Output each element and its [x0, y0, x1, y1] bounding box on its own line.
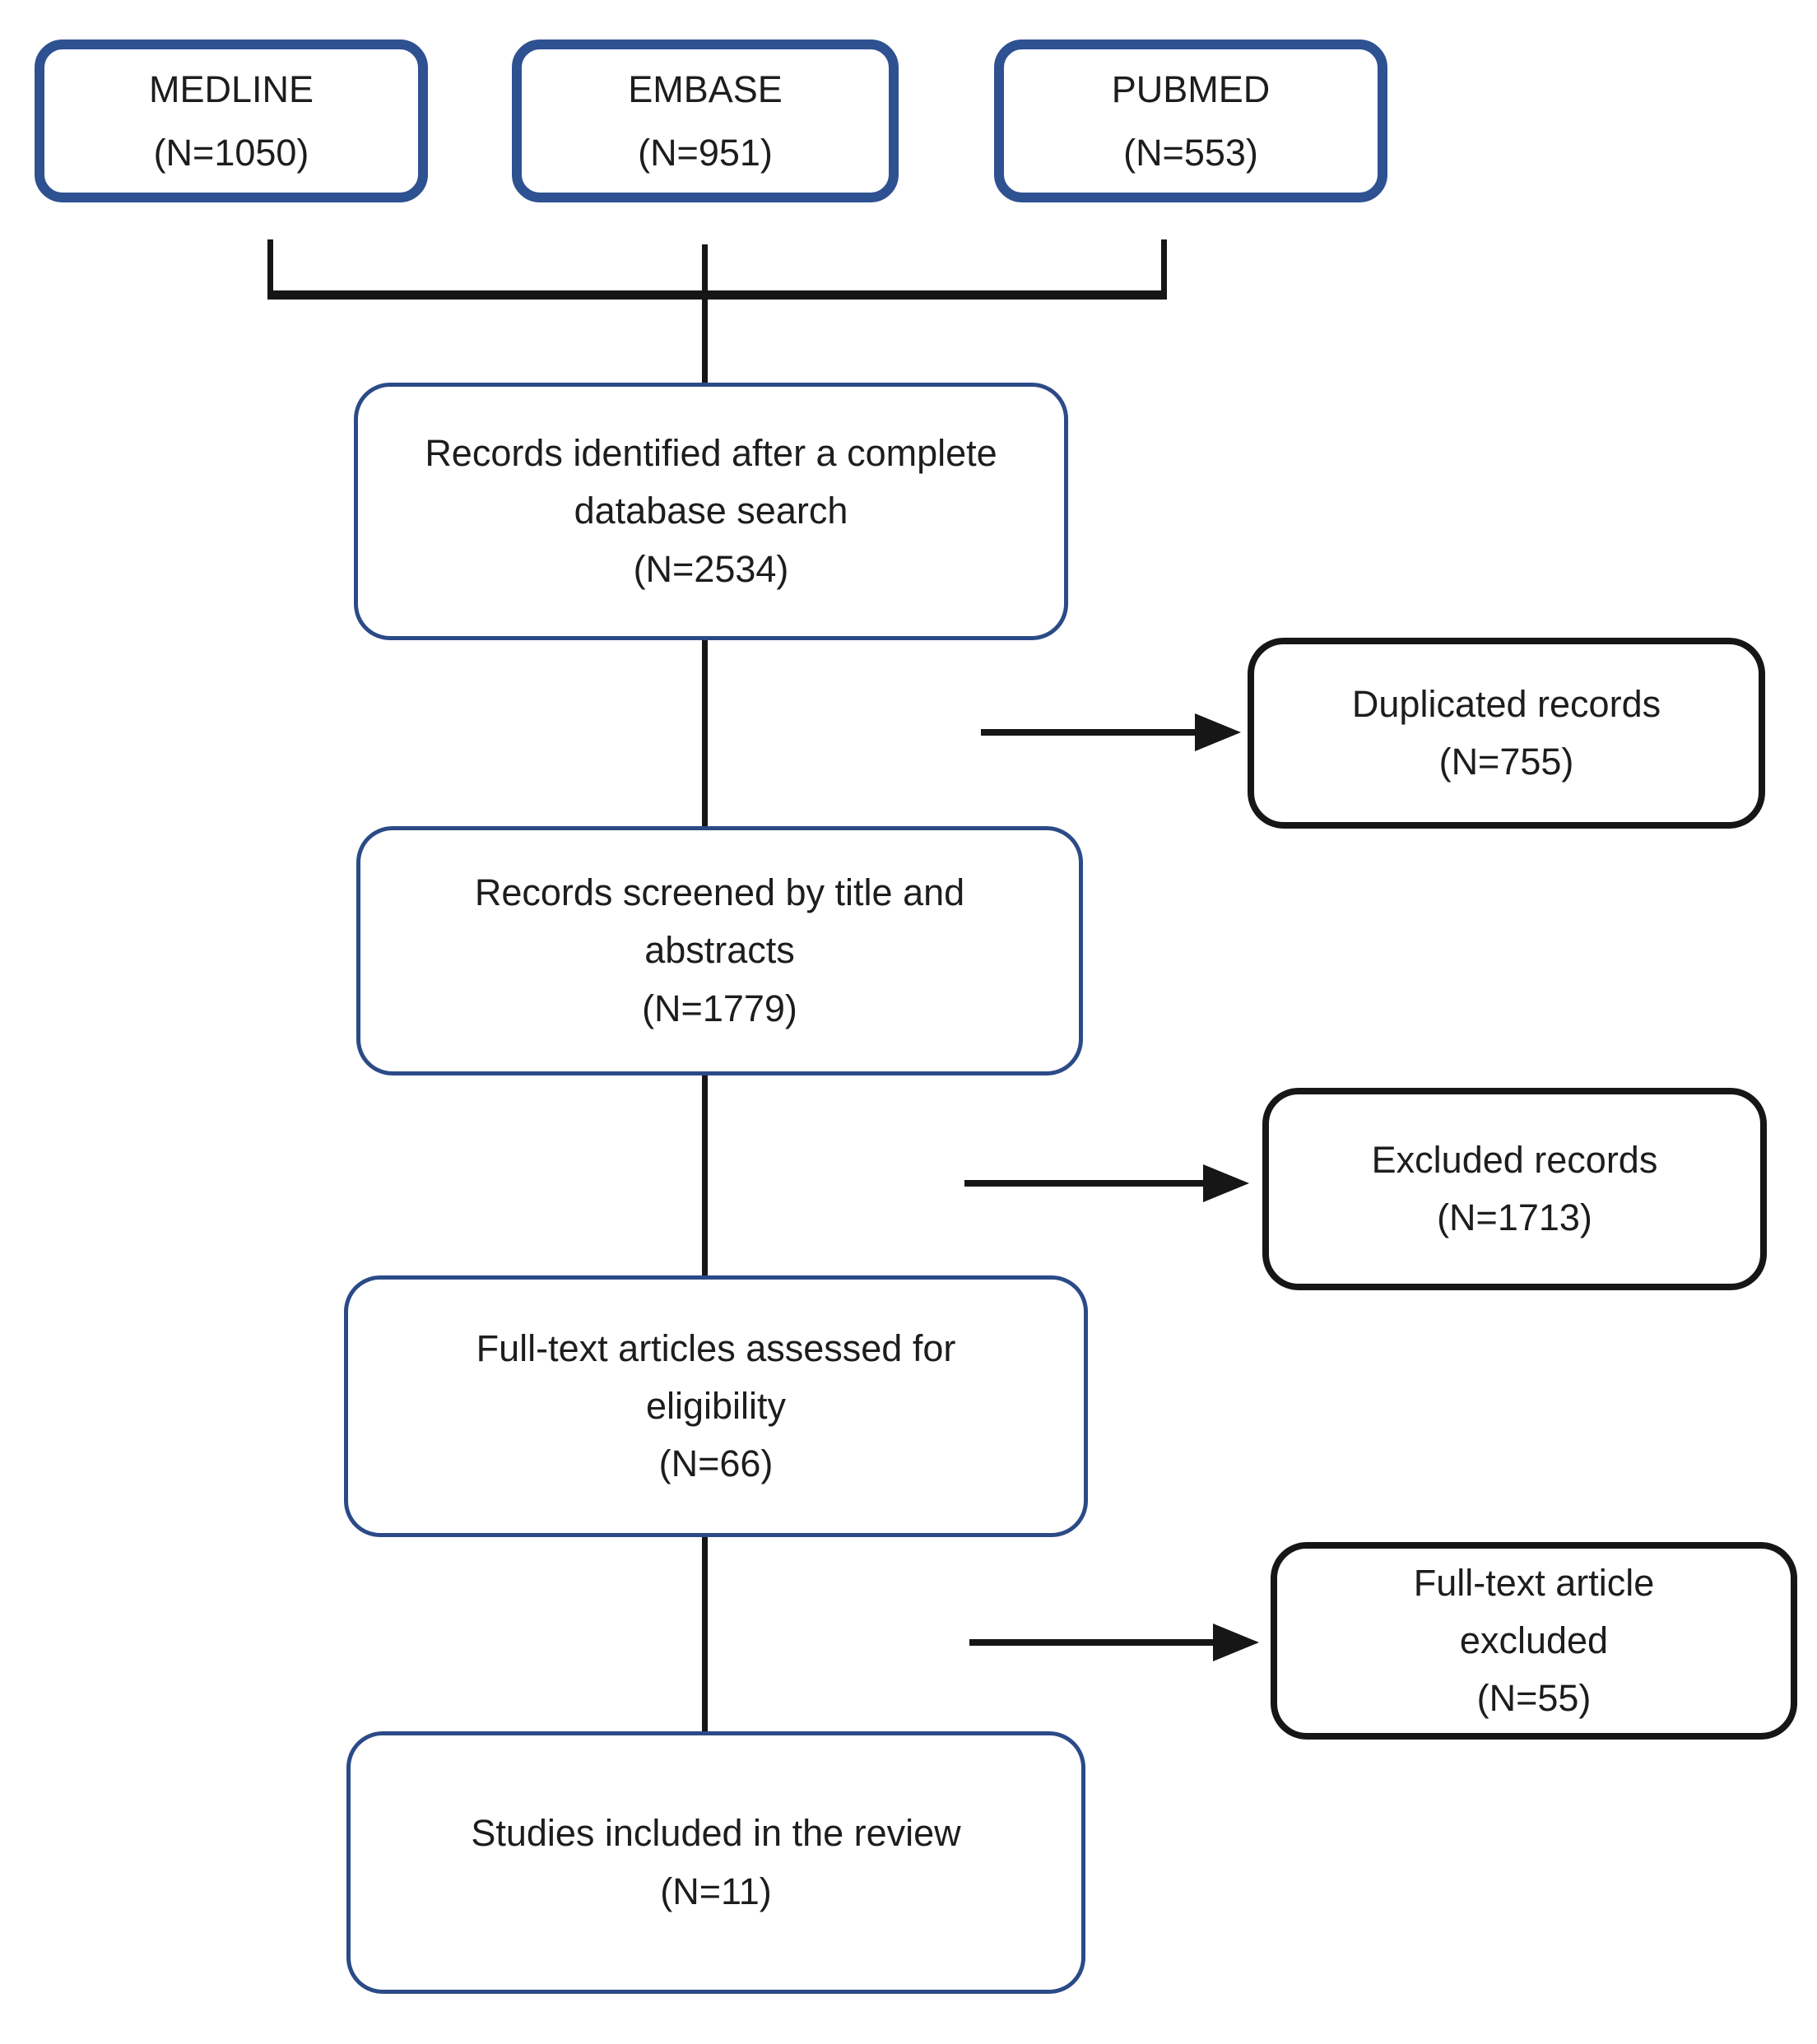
flow-box-count: (N=66)	[658, 1442, 774, 1485]
flow-box-screened: Records screened by title and abstracts …	[356, 826, 1083, 1075]
source-label: PUBMED	[1111, 67, 1271, 110]
side-box-duplicated: Duplicated records (N=755)	[1248, 638, 1765, 829]
side-box-line2: excluded	[1459, 1619, 1609, 1661]
bracket-bar	[267, 290, 1167, 300]
flow-box-line1: Studies included in the review	[471, 1812, 961, 1855]
bracket-left-tick	[267, 239, 273, 300]
side-box-line1: Full-text article	[1413, 1561, 1655, 1604]
flow-box-line1: Records identified after a complete	[425, 432, 997, 475]
arrow-fulltext-excluded-head-icon	[1213, 1624, 1259, 1661]
arrow-fulltext-excluded-shaft	[969, 1639, 1215, 1646]
bracket-stem	[702, 244, 708, 383]
connector-fulltext-included	[702, 1537, 708, 1731]
side-box-line1: Excluded records	[1371, 1138, 1658, 1181]
side-box-line1: Duplicated records	[1351, 682, 1661, 725]
arrow-excluded-head-icon	[1203, 1164, 1249, 1202]
side-box-excluded: Excluded records (N=1713)	[1262, 1088, 1767, 1290]
source-count: (N=1050)	[153, 132, 309, 174]
flow-box-line2: abstracts	[644, 929, 795, 972]
side-box-count: (N=55)	[1476, 1677, 1592, 1720]
source-box-pubmed: PUBMED (N=553)	[994, 39, 1387, 202]
flow-box-identified: Records identified after a complete data…	[354, 383, 1068, 640]
flow-box-count: (N=2534)	[633, 547, 789, 590]
arrow-excluded-shaft	[964, 1180, 1205, 1187]
side-box-count: (N=1713)	[1437, 1196, 1592, 1238]
bracket-right-tick	[1161, 239, 1167, 300]
source-label: EMBASE	[628, 67, 783, 110]
flow-box-line2: database search	[574, 490, 848, 532]
source-label: MEDLINE	[148, 67, 314, 110]
side-box-count: (N=755)	[1438, 741, 1574, 783]
connector-screened-fulltext	[702, 1075, 708, 1275]
source-count: (N=951)	[638, 132, 773, 174]
source-box-embase: EMBASE (N=951)	[512, 39, 899, 202]
flow-box-included: Studies included in the review (N=11)	[346, 1731, 1085, 1994]
flow-box-line2: eligibility	[645, 1384, 787, 1427]
flow-box-count: (N=11)	[660, 1870, 772, 1912]
flow-box-line1: Records screened by title and	[474, 871, 965, 914]
arrow-duplicated-head-icon	[1195, 713, 1241, 751]
arrow-duplicated-shaft	[981, 729, 1197, 736]
flow-box-count: (N=1779)	[642, 987, 797, 1029]
source-box-medline: MEDLINE (N=1050)	[35, 39, 428, 202]
side-box-fulltext-excluded: Full-text article excluded (N=55)	[1271, 1542, 1797, 1740]
connector-identified-screened	[702, 640, 708, 826]
flow-box-line1: Full-text articles assessed for	[476, 1326, 956, 1369]
source-count: (N=553)	[1123, 132, 1258, 174]
flow-box-fulltext: Full-text articles assessed for eligibil…	[344, 1275, 1088, 1537]
